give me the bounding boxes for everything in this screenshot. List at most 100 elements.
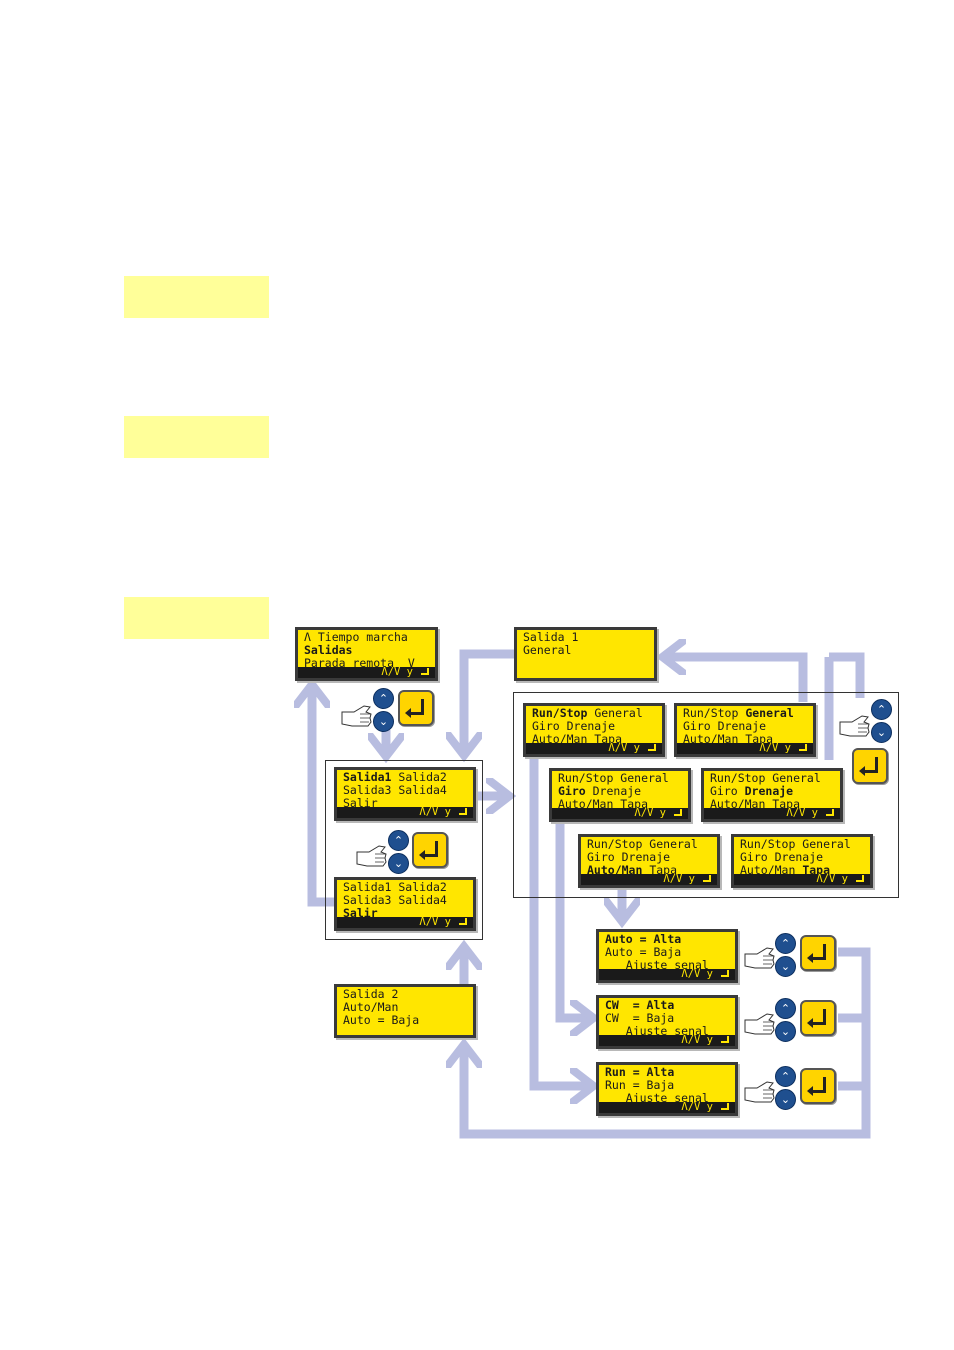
lcd-footer: Λ/V y [677, 742, 813, 754]
lcd-footer: Λ/V y [599, 1034, 735, 1046]
lcd-line: Salida 1 [523, 630, 579, 644]
lcd-automan-2: Run/Stop General Giro Drenaje Auto/Man T… [731, 834, 873, 888]
enter-symbol-icon [721, 1036, 729, 1043]
lcd-line: Auto/Man Tapa [740, 863, 831, 877]
lcd-footer: Λ/V y [337, 916, 473, 928]
enter-symbol-icon [856, 875, 864, 882]
lcd-auto-setting: Auto = Alta Auto = Baja Ajuste senal Λ/V… [596, 929, 738, 983]
hand-pointer-icon [839, 715, 870, 737]
enter-symbol-icon [703, 875, 711, 882]
down-arrow-icon[interactable]: ⌄ [775, 956, 796, 977]
up-arrow-icon[interactable]: ⌃ [775, 998, 796, 1019]
up-arrow-icon[interactable]: ⌃ [775, 933, 796, 954]
lcd-line: Salida1 Salida2 [343, 880, 447, 894]
enter-symbol-icon [721, 1103, 729, 1110]
highlight-band-3 [124, 597, 269, 639]
lcd-salidas-select-salida1: Salida1 Salida2 Salida3 Salida4 Salir Λ/… [334, 767, 476, 821]
hand-pointer-icon [744, 1081, 775, 1103]
lcd-salida1-title: Salida 1 General [514, 627, 657, 681]
lcd-run-setting: Run = Alta Run = Baja Ajuste senal Λ/V y [596, 1062, 738, 1116]
lcd-runstop-2: Run/Stop General Giro Drenaje Auto/Man T… [674, 703, 816, 757]
lcd-salidas-select-salir: Salida1 Salida2 Salida3 Salida4 Salir Λ/… [334, 877, 476, 931]
up-down-buttons[interactable]: ⌃ ⌄ [373, 688, 395, 734]
lcd-runstop-1: Run/Stop General Giro Drenaje Auto/Man T… [523, 703, 665, 757]
up-arrow-icon[interactable]: ⌃ [775, 1066, 796, 1087]
enter-key-icon[interactable] [412, 832, 448, 868]
lcd-line: Run = Alta [605, 1065, 675, 1079]
enter-symbol-icon [459, 918, 467, 925]
hand-pointer-icon [744, 947, 775, 969]
lcd-footer: Λ/V y [599, 1101, 735, 1113]
lcd-line: Run/Stop General [683, 706, 794, 720]
up-down-buttons[interactable]: ⌃ ⌄ [871, 699, 893, 745]
lcd-line: Run/Stop General [532, 706, 643, 720]
down-arrow-icon[interactable]: ⌄ [871, 722, 892, 743]
lcd-line: CW = Baja [605, 1011, 675, 1025]
lcd-line: Giro Drenaje [587, 850, 671, 864]
hand-pointer-icon [356, 845, 387, 867]
enter-key-icon[interactable] [800, 1000, 836, 1036]
lcd-line: Auto/Man Tapa [710, 797, 801, 811]
up-arrow-icon[interactable]: ⌃ [871, 699, 892, 720]
lcd-line: Ajuste senal [605, 1091, 709, 1105]
lcd-line: Auto/Man Tapa [587, 863, 678, 877]
lcd-line: Giro Drenaje [710, 784, 794, 798]
lcd-line: Giro Drenaje [532, 719, 616, 733]
lcd-line: Salida3 Salida4 [343, 893, 447, 907]
lcd-main-menu: Λ Tiempo marcha Salidas Parada remota V … [295, 627, 438, 681]
lcd-cw-setting: CW = Alta CW = Baja Ajuste senal Λ/V y [596, 995, 738, 1049]
enter-symbol-icon [421, 668, 429, 675]
lcd-line: Run/Stop General [587, 837, 698, 851]
lcd-giro-1: Run/Stop General Giro Drenaje Auto/Man T… [549, 768, 691, 822]
enter-symbol-icon [721, 970, 729, 977]
lcd-line: Salida 2 [343, 987, 399, 1001]
lcd-line: Salida3 Salida4 [343, 783, 447, 797]
lcd-footer: Λ/V y [552, 807, 688, 819]
down-arrow-icon[interactable]: ⌄ [373, 711, 394, 732]
lcd-line: Auto = Alta [605, 932, 682, 946]
hand-pointer-icon [341, 705, 372, 727]
enter-symbol-icon [648, 744, 656, 751]
enter-symbol-icon [826, 809, 834, 816]
enter-symbol-icon [799, 744, 807, 751]
lcd-footer: Λ/V y [337, 806, 473, 818]
lcd-line: Ajuste senal [605, 958, 709, 972]
enter-key-icon[interactable] [852, 748, 888, 784]
lcd-line: Giro Drenaje [740, 850, 824, 864]
enter-symbol-icon [459, 808, 467, 815]
enter-key-icon[interactable] [800, 935, 836, 971]
lcd-giro-2: Run/Stop General Giro Drenaje Auto/Man T… [701, 768, 843, 822]
up-arrow-icon[interactable]: ⌃ [373, 688, 394, 709]
up-down-buttons[interactable]: ⌃ ⌄ [388, 830, 410, 876]
lcd-line: Giro Drenaje [558, 784, 642, 798]
lcd-automan-1: Run/Stop General Giro Drenaje Auto/Man T… [578, 834, 720, 888]
down-arrow-icon[interactable]: ⌄ [775, 1089, 796, 1110]
lcd-line: Auto/Man [343, 1000, 399, 1014]
down-arrow-icon[interactable]: ⌄ [775, 1021, 796, 1042]
lcd-line: Run/Stop General [558, 771, 669, 785]
lcd-footer: Λ/V y [704, 807, 840, 819]
up-arrow-icon[interactable]: ⌃ [388, 830, 409, 851]
lcd-line: CW = Alta [605, 998, 675, 1012]
lcd-line: Λ Tiempo marcha [304, 630, 408, 644]
lcd-line: Salir [343, 796, 378, 810]
up-down-buttons[interactable]: ⌃ ⌄ [775, 998, 797, 1044]
enter-key-icon[interactable] [800, 1068, 836, 1104]
lcd-footer: Λ/V y [526, 742, 662, 754]
up-down-buttons[interactable]: ⌃ ⌄ [775, 933, 797, 979]
highlight-band-2 [124, 416, 269, 458]
lcd-line: Auto = Baja [343, 1013, 420, 1027]
hand-pointer-icon [744, 1013, 775, 1035]
lcd-footer: Λ/V y [734, 873, 870, 885]
lcd-line: Auto/Man Tapa [532, 732, 623, 746]
enter-symbol-icon [674, 809, 682, 816]
enter-key-icon[interactable] [398, 690, 434, 726]
lcd-line: Auto = Baja [605, 945, 682, 959]
lcd-footer: Λ/V y [581, 873, 717, 885]
lcd-salida2: Salida 2 Auto/Man Auto = Baja [334, 984, 476, 1038]
down-arrow-icon[interactable]: ⌄ [388, 853, 409, 874]
lcd-line: Ajuste senal [605, 1024, 709, 1038]
lcd-line: Auto/Man Tapa [683, 732, 774, 746]
lcd-footer: Λ/V y [599, 968, 735, 980]
up-down-buttons[interactable]: ⌃ ⌄ [775, 1066, 797, 1112]
